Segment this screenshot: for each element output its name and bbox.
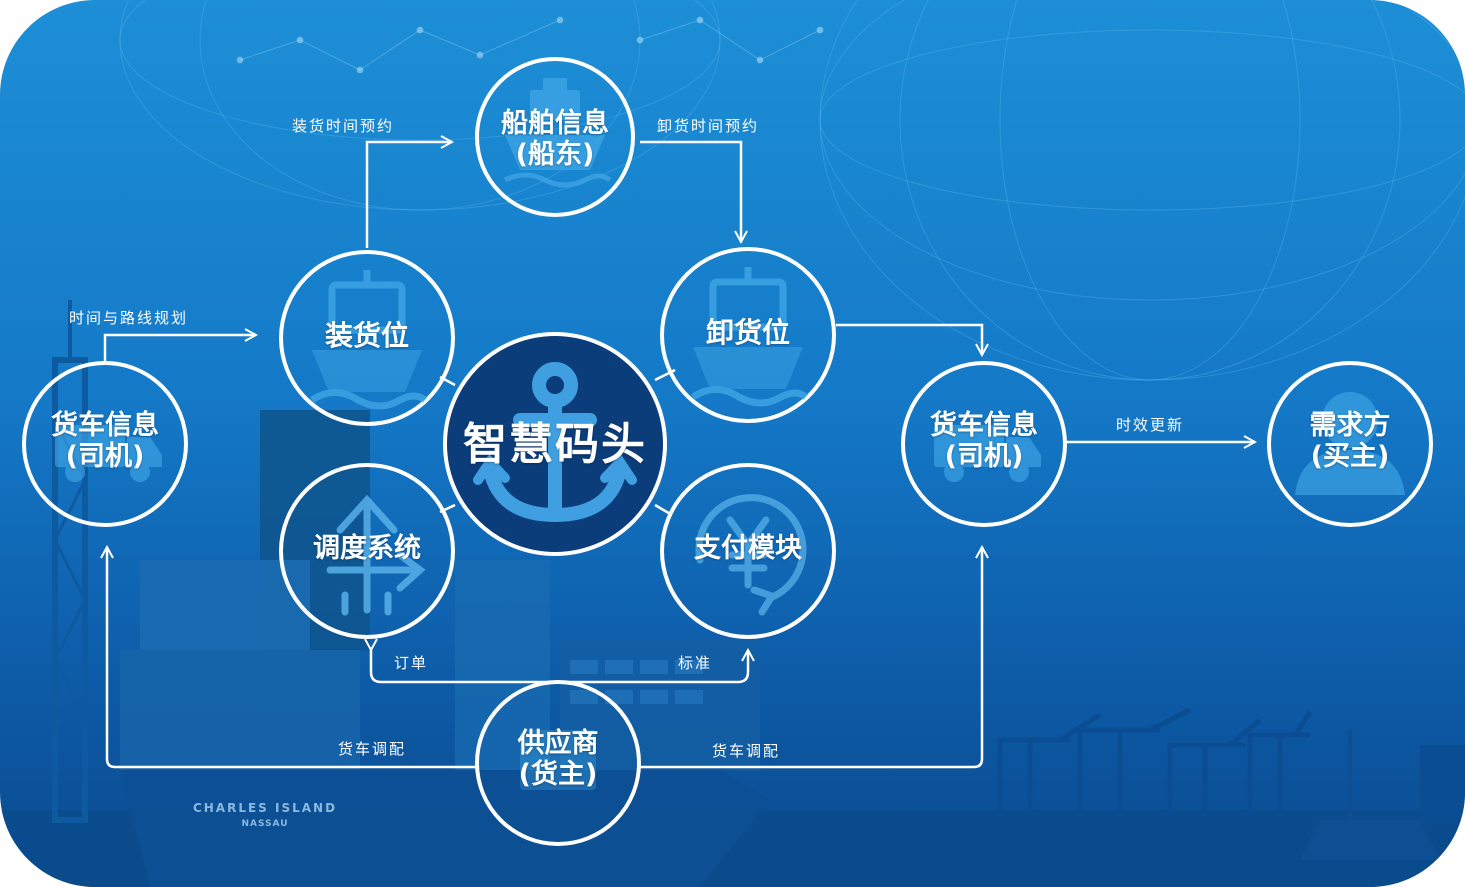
person-icon — [1295, 392, 1405, 495]
edge-label-order: 订单 — [394, 654, 429, 672]
cargo-ship-background: CHARLES ISLAND NASSAU — [120, 410, 770, 887]
truck-info-left-node — [22, 361, 188, 527]
dispatch-system-node — [279, 463, 455, 639]
truck-info-left-label[interactable]: 货车信息 (司机) — [24, 410, 186, 472]
loading-berth-title: 装货位 — [324, 319, 409, 352]
supplier-subtitle: (货主) — [518, 759, 598, 791]
truck-info-right-title: 货车信息 — [930, 410, 1038, 441]
edge-supplier-to-truck-right — [638, 547, 982, 769]
building-background — [1420, 745, 1465, 825]
demand-side-node — [1267, 361, 1433, 527]
demand-side-title: 需求方 — [1309, 410, 1391, 441]
edge-label-truck-dispatch-left: 货车调配 — [338, 740, 407, 758]
ship-hull-port: NASSAU — [241, 819, 288, 829]
supplier-title: 供应商 — [517, 728, 599, 759]
payment-module-label[interactable]: 支付模块 — [662, 533, 834, 564]
edge-label-time-route-planning: 时间与路线规划 — [69, 309, 189, 327]
truck-info-right-subtitle: (司机) — [944, 441, 1024, 473]
truck-icon — [55, 425, 162, 482]
constellation-background — [236, 16, 824, 74]
unloading-berth-label[interactable]: 卸货位 — [662, 316, 834, 349]
ship-icon — [503, 78, 612, 188]
payment-module-node — [660, 463, 836, 639]
supplier-label[interactable]: 供应商 (货主) — [477, 728, 639, 790]
edge-label-standard: 标准 — [678, 654, 713, 672]
globe-background — [119, 0, 1465, 381]
edge-label-unloading-time-booking: 卸货时间预约 — [657, 117, 760, 135]
center-node-label: 智慧码头 — [455, 419, 655, 471]
demand-side-label[interactable]: 需求方 (买主) — [1269, 410, 1431, 472]
payment-module-title: 支付模块 — [694, 533, 802, 564]
ship-info-title: 船舶信息 — [501, 108, 609, 139]
demand-side-subtitle: (买主) — [1310, 441, 1390, 473]
port-cranes-background — [997, 707, 1313, 820]
truck-info-right-label[interactable]: 货车信息 (司机) — [903, 410, 1065, 472]
ship-hull-name: CHARLES ISLAND — [193, 801, 337, 815]
ship-info-node — [475, 57, 635, 217]
tugboat-background — [1300, 820, 1440, 860]
loading-berth-label[interactable]: 装货位 — [281, 319, 453, 352]
supplier-icon — [520, 730, 596, 790]
dispatch-system-title: 调度系统 — [313, 533, 421, 564]
ship-info-subtitle: (船东) — [515, 139, 595, 171]
edge-loading-to-ship — [365, 142, 452, 248]
truck-info-left-subtitle: (司机) — [65, 441, 145, 473]
edge-label-timeliness-update: 时效更新 — [1116, 416, 1185, 434]
edge-label-loading-time-booking: 装货时间预约 — [292, 117, 395, 135]
route-arrows-icon — [326, 494, 426, 616]
ship-icon — [691, 267, 809, 407]
edge-unloading-to-truck — [836, 323, 982, 355]
edge-supplier-to-truck-left — [107, 547, 478, 769]
edge-ship-to-unloading — [640, 140, 741, 242]
unloading-berth-title: 卸货位 — [705, 316, 790, 349]
ship-icon — [310, 270, 428, 410]
yen-cycle-icon — [695, 494, 807, 616]
ship-info-label[interactable]: 船舶信息 (船东) — [477, 108, 633, 170]
center-title: 智慧码头 — [463, 419, 647, 470]
supplier-node — [475, 680, 641, 846]
anchor-icon — [473, 362, 637, 523]
truck-info-right-node — [901, 361, 1067, 527]
truck-icon — [934, 425, 1041, 482]
loading-berth-node — [279, 250, 455, 426]
unloading-berth-node — [660, 247, 836, 423]
dispatch-system-label[interactable]: 调度系统 — [281, 533, 453, 564]
edge-truck-to-loading — [103, 335, 256, 365]
edge-label-truck-dispatch-right: 货车调配 — [712, 742, 781, 760]
connectors — [103, 140, 1255, 769]
truck-info-left-title: 货车信息 — [51, 410, 159, 441]
